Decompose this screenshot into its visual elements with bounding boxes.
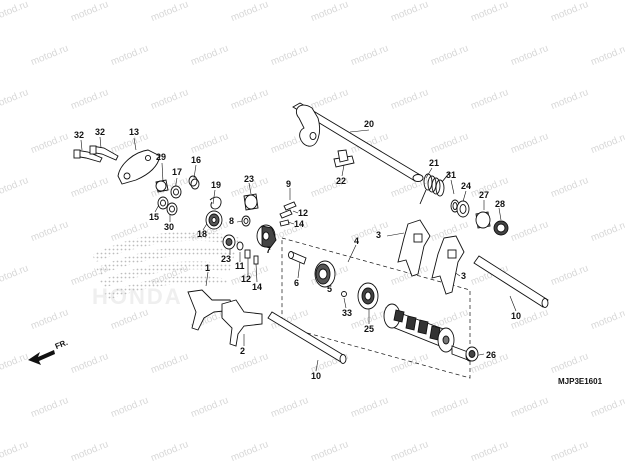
callout-24: 24 [461, 181, 472, 191]
bolt-part-32-a [73, 149, 103, 163]
callout-5: 5 [327, 284, 333, 294]
collar-part-29 [155, 179, 169, 193]
callout-23-lower: 23 [221, 254, 232, 264]
callout-18: 18 [197, 229, 208, 239]
drum-center-part-18 [205, 210, 223, 230]
callout-10-right: 10 [511, 311, 522, 321]
callout-28: 28 [495, 199, 506, 209]
callout-11: 11 [235, 261, 245, 271]
pin-part-14-lower [253, 255, 259, 265]
callout-20: 20 [364, 119, 375, 129]
honda-wing-logo [92, 231, 240, 300]
washers-31-24-27-28 [450, 199, 509, 236]
washer-part-8 [241, 215, 251, 227]
shift-fork-part-3-upper [397, 219, 431, 277]
callout-16: 16 [191, 155, 202, 165]
callout-14-upper: 14 [294, 219, 305, 229]
callout-32-left: 32 [74, 130, 85, 140]
callout-3-upper: 3 [376, 230, 382, 240]
washer-part-17 [170, 185, 182, 199]
pin-part-12-lower [244, 249, 251, 259]
bearing-part-25 [357, 282, 379, 310]
return-spring-part-21 [419, 171, 451, 205]
pin-part-11 [236, 241, 244, 251]
spring-part-19 [209, 196, 222, 210]
bearing-part-26 [465, 346, 479, 362]
shift-fork-part-3-lower [431, 235, 465, 295]
callout-14-lower: 14 [252, 282, 263, 292]
callout-9: 9 [286, 179, 292, 189]
washer-part-30 [166, 202, 178, 216]
callout-12-lower: 12 [241, 274, 252, 284]
ball-part-33 [341, 291, 347, 297]
pin-part-14-upper [279, 219, 290, 227]
diagram-code: MJP3E1601 [558, 377, 603, 386]
callout-8: 8 [229, 216, 235, 226]
pin-part-9 [283, 201, 297, 211]
callout-21: 21 [429, 158, 440, 168]
gearshift-spindle-part-20 [292, 102, 424, 182]
callout-29: 29 [156, 152, 167, 162]
collar-part-23-lower [222, 234, 236, 250]
shift-fork-part-1 [187, 289, 235, 331]
callout-23-upper: 23 [244, 174, 255, 184]
spring-part-16 [188, 175, 200, 190]
callout-19: 19 [211, 180, 222, 190]
callout-1: 1 [205, 263, 211, 273]
bearing-part-5 [314, 260, 336, 288]
callout-13: 13 [129, 127, 140, 137]
callout-7: 7 [266, 245, 272, 255]
callout-26: 26 [486, 350, 497, 360]
assembly-outline [281, 237, 471, 379]
pin-part-12-upper [279, 209, 293, 219]
callout-17: 17 [172, 167, 183, 177]
washer-part-15 [157, 196, 169, 210]
callout-32-right: 32 [95, 127, 106, 137]
fork-shaft-part-10-lower [267, 311, 347, 364]
callout-3-lower: 3 [461, 271, 467, 281]
collar-part-23-upper [243, 193, 259, 211]
callout-33: 33 [342, 308, 353, 318]
callout-25: 25 [364, 324, 375, 334]
callout-12-upper: 12 [298, 208, 309, 218]
stopper-bolt-part-22 [333, 149, 355, 168]
callout-30: 30 [164, 222, 175, 232]
shift-fork-part-2 [221, 299, 263, 347]
shift-drum-part-4 [383, 303, 475, 362]
pin-part-6 [288, 251, 307, 265]
stopper-arm-part-13 [117, 149, 161, 185]
callout-4: 4 [354, 236, 360, 246]
callout-10-lower: 10 [311, 371, 322, 381]
callout-31: 31 [446, 170, 457, 180]
shift-drum-plate-part-7 [256, 224, 277, 249]
callout-2: 2 [240, 346, 246, 356]
callout-27: 27 [479, 190, 490, 200]
callout-6: 6 [294, 278, 300, 288]
bolt-part-32-b [89, 145, 119, 161]
callout-15: 15 [149, 212, 160, 222]
front-direction-arrow-icon [28, 350, 55, 365]
callout-22: 22 [336, 176, 347, 186]
fork-shaft-part-10-right [473, 255, 549, 308]
